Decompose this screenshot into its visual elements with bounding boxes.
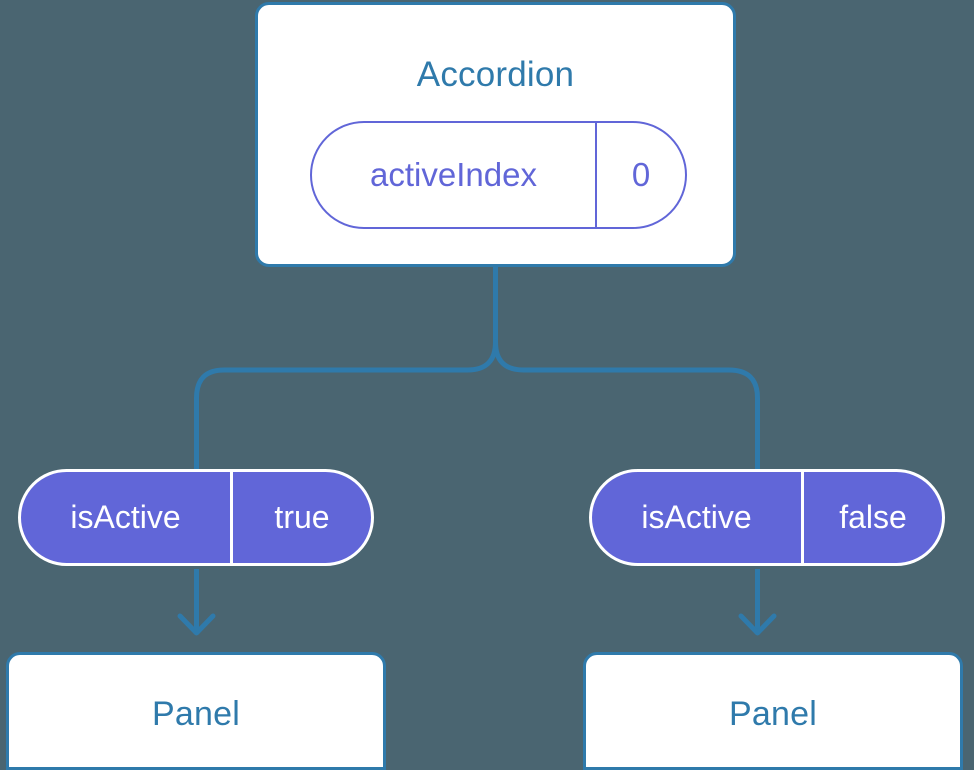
prop-pill-key: isActive (21, 472, 233, 563)
prop-pill-is-active-true[interactable]: isActive true (18, 469, 374, 566)
connector-trunk-split-right (493, 339, 760, 472)
prop-pill-is-active-false[interactable]: isActive false (589, 469, 945, 566)
connector-trunk-split (194, 264, 498, 472)
state-pill-key: activeIndex (312, 123, 597, 227)
state-pill-active-index[interactable]: activeIndex 0 (310, 121, 687, 229)
component-node-panel-right[interactable]: Panel (583, 652, 963, 770)
accordion-title: Accordion (416, 55, 575, 94)
prop-pill-key: isActive (592, 472, 804, 563)
arrow-right-head-icon (738, 613, 777, 636)
prop-pill-value: true (274, 499, 330, 535)
arrow-left-head-icon (177, 613, 216, 636)
prop-pill-value: false (839, 499, 907, 535)
component-node-panel-left[interactable]: Panel (6, 652, 386, 770)
panel-left-title: Panel (152, 695, 240, 733)
component-node-accordion[interactable]: Accordion activeIndex 0 (255, 2, 736, 267)
panel-right-title: Panel (729, 695, 817, 733)
state-pill-value: 0 (631, 156, 651, 193)
